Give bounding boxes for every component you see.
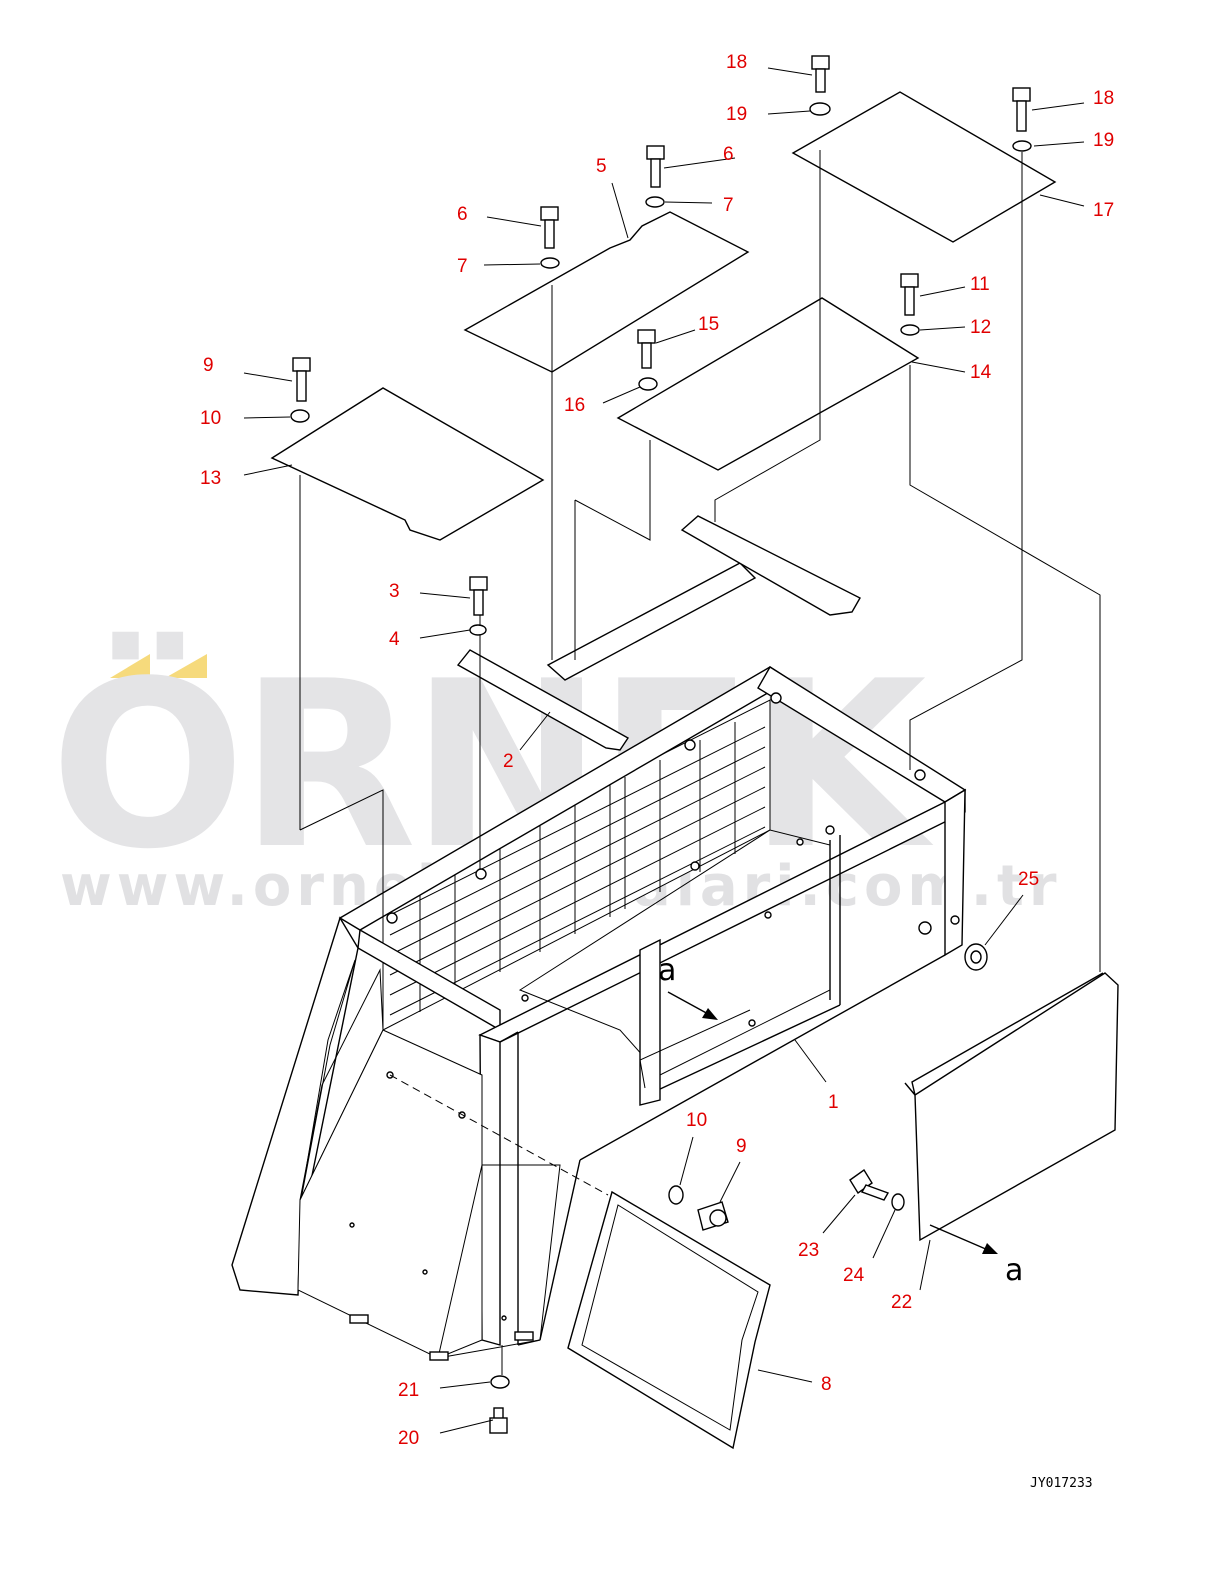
callout-9: 9 xyxy=(736,1136,747,1157)
callout-2: 2 xyxy=(503,751,514,772)
mounting-bosses xyxy=(349,692,960,1321)
watermark-accent-left xyxy=(110,654,150,678)
view-arrow-a-side: a xyxy=(929,1224,1023,1288)
front-left-post xyxy=(479,1034,501,1346)
drawing-number: JY017233 xyxy=(1030,1476,1093,1491)
bolt-9-side xyxy=(697,1201,729,1231)
callout-4: 4 xyxy=(389,629,400,650)
side-cover-22-flange xyxy=(904,972,1104,1096)
washer-19-left xyxy=(809,102,831,116)
side-cover-8-inner xyxy=(581,1204,759,1431)
callout-11: 11 xyxy=(970,274,990,295)
callout-25: 25 xyxy=(1018,869,1039,890)
callout-10: 10 xyxy=(200,408,221,429)
callout-19: 19 xyxy=(1093,130,1114,151)
washer-7-right xyxy=(645,196,665,208)
callout-5: 5 xyxy=(596,156,607,177)
callout-17: 17 xyxy=(1093,200,1114,221)
grommet-25 xyxy=(964,943,988,971)
callout-6: 6 xyxy=(723,144,734,165)
bracket-2-left xyxy=(456,649,630,751)
bolt-6-right xyxy=(646,145,665,188)
callout-9: 9 xyxy=(203,355,214,376)
callout-1: 1 xyxy=(828,1092,839,1113)
foot-left xyxy=(349,1314,369,1324)
callout-6: 6 xyxy=(457,204,468,225)
washer-12 xyxy=(900,324,920,336)
callout-22: 22 xyxy=(891,1292,912,1313)
washer-19-right xyxy=(1012,140,1032,152)
callout-21: 21 xyxy=(398,1380,419,1401)
callout-24: 24 xyxy=(843,1265,865,1286)
left-side-panel xyxy=(231,916,359,1296)
bolt-20 xyxy=(489,1407,508,1434)
cover-plate-5 xyxy=(463,211,750,373)
callout-18: 18 xyxy=(1093,88,1114,109)
side-cover-22 xyxy=(914,972,1119,1242)
callout-16: 16 xyxy=(564,395,585,416)
callout-13: 13 xyxy=(200,468,221,489)
bracket-2-channel xyxy=(546,562,757,681)
bracket-2-right xyxy=(680,515,861,616)
callout-7: 7 xyxy=(457,256,468,277)
right-end-panel xyxy=(944,788,966,957)
assembly-lines xyxy=(299,150,1101,1375)
leader-lines xyxy=(243,67,1085,1434)
callout-10: 10 xyxy=(686,1110,707,1131)
washer-10-side xyxy=(668,1185,684,1205)
cover-plate-17 xyxy=(791,91,1057,243)
bolt-6-left xyxy=(540,206,559,249)
washer-10-top xyxy=(290,409,310,423)
washer-7-left xyxy=(540,257,560,269)
view-label-a-side: a xyxy=(1005,1253,1023,1288)
bolt-18-left xyxy=(811,55,830,93)
callout-7: 7 xyxy=(723,195,734,216)
cover-frame xyxy=(231,666,967,1361)
callout-12: 12 xyxy=(970,317,991,338)
callout-14: 14 xyxy=(970,362,992,383)
callouts: 18 19 18 19 17 5 6 7 6 7 11 12 14 15 16 … xyxy=(200,52,1114,1449)
washer-21 xyxy=(490,1375,510,1389)
view-arrow-a-main: a xyxy=(658,953,718,1020)
callout-18: 18 xyxy=(726,52,747,73)
washer-24 xyxy=(891,1193,905,1211)
fasteners xyxy=(290,55,1032,1434)
cover-plate-14 xyxy=(616,297,920,471)
bolt-3 xyxy=(469,576,488,616)
bolt-18-right xyxy=(1012,87,1031,132)
cover-plate-13 xyxy=(270,387,545,541)
lower-wedge xyxy=(437,1164,561,1359)
foot-center xyxy=(429,1351,449,1361)
side-cover-8 xyxy=(567,1190,771,1450)
washer-16 xyxy=(638,377,658,391)
callout-23: 23 xyxy=(798,1240,819,1261)
callout-19: 19 xyxy=(726,104,747,125)
callout-15: 15 xyxy=(698,314,719,335)
bolt-11 xyxy=(900,273,919,316)
bolt-15 xyxy=(637,329,656,369)
callout-8: 8 xyxy=(821,1374,832,1395)
floor-plate xyxy=(518,829,831,1076)
callout-20: 20 xyxy=(398,1428,419,1449)
foot-right xyxy=(514,1331,534,1341)
rear-grille-slats xyxy=(389,722,766,1016)
callout-3: 3 xyxy=(389,581,400,602)
inner-hinge-plate xyxy=(639,938,661,1106)
bolt-9-top xyxy=(292,357,311,402)
washer-4 xyxy=(469,624,487,636)
bolt-23 xyxy=(849,1168,890,1201)
watermark-accent-right xyxy=(165,654,207,678)
view-label-a-main: a xyxy=(658,953,676,988)
